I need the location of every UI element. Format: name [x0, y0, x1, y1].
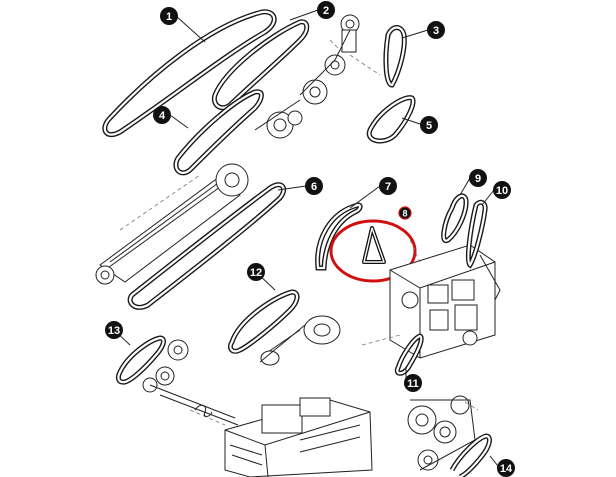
callout-11-label: 11 — [407, 378, 419, 390]
callout-10: 10 — [493, 181, 511, 199]
bottom-right-pulleys — [407, 395, 479, 471]
callout-2: 2 — [317, 1, 335, 19]
callout-7: 7 — [379, 177, 397, 195]
callout-14: 14 — [497, 459, 515, 477]
mid-pulley-assembly — [254, 99, 303, 139]
callout-3-label: 3 — [433, 25, 439, 37]
belt-9 — [441, 193, 469, 244]
belt-11 — [394, 333, 424, 376]
callout-3: 3 — [427, 21, 445, 39]
callout-12-label: 12 — [250, 267, 262, 279]
conveyor-frame — [95, 163, 249, 285]
combine-machine — [224, 397, 373, 477]
belt-3 — [383, 25, 407, 88]
belt-13 — [115, 335, 166, 385]
callout-12: 12 — [247, 263, 265, 281]
belt-7 — [315, 202, 363, 271]
callout-13-label: 13 — [108, 325, 120, 337]
callout-6-label: 6 — [311, 181, 317, 193]
callout-2-label: 2 — [323, 5, 329, 17]
belt-10 — [465, 199, 488, 269]
leader-lines — [113, 9, 499, 467]
belt-6 — [127, 182, 287, 310]
callout-13: 13 — [105, 321, 123, 339]
belt-14 — [449, 433, 492, 477]
callout-4-label: 4 — [159, 110, 166, 122]
belt-12-pulley — [259, 315, 341, 366]
belt-2 — [211, 19, 310, 111]
callout-11: 11 — [404, 374, 422, 392]
callout-1-label: 1 — [166, 11, 172, 23]
callout-9-label: 9 — [475, 173, 481, 185]
belt-5 — [366, 95, 416, 144]
callout-6: 6 — [305, 177, 323, 195]
callout-5: 5 — [420, 116, 438, 134]
highlight-belt-8 — [329, 219, 417, 283]
belt-13-pulleys — [142, 339, 239, 426]
callout-9: 9 — [469, 169, 487, 187]
callout-4: 4 — [153, 106, 171, 124]
belt-12 — [227, 289, 301, 354]
callout-1: 1 — [160, 7, 178, 25]
top-pulley-assembly — [299, 14, 381, 105]
callout-8-label: 8 — [402, 209, 407, 219]
belt-1 — [102, 9, 277, 138]
callout-14-label: 14 — [500, 463, 513, 475]
callout-10-label: 10 — [496, 185, 508, 197]
callout-5-label: 5 — [426, 120, 432, 132]
callout-8: 8 — [398, 206, 412, 220]
callout-7-label: 7 — [385, 181, 391, 193]
belt-4 — [173, 89, 264, 176]
